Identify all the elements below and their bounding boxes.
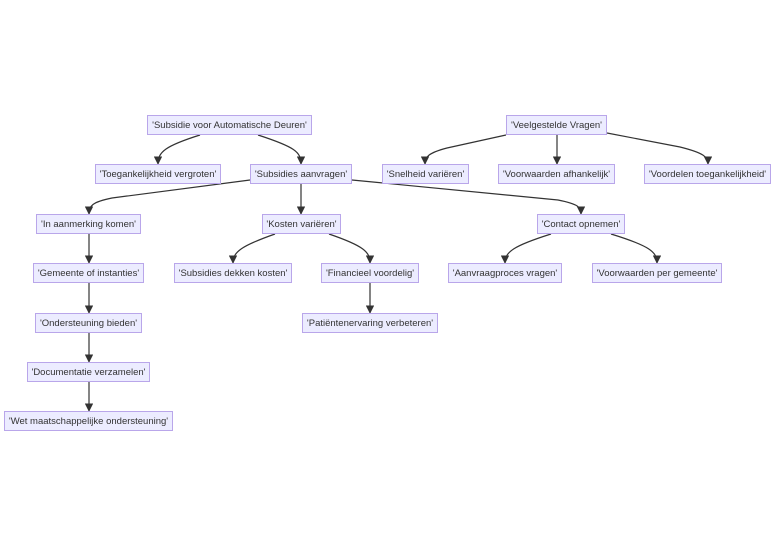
node-label: 'Voordelen toegankelijkheid' [648,168,767,180]
node-n16: 'Ondersteuning bieden' [35,313,142,333]
node-n4: 'Snelheid variëren' [382,164,469,184]
edge-n3-n8 [84,179,251,215]
node-n17: 'Patiëntenervaring verbeteren' [302,313,438,333]
node-label: 'Voorwaarden afhankelijk' [502,168,611,180]
edge-n9-n12 [228,233,276,264]
node-n5: 'Veelgestelde Vragen' [506,115,607,135]
node-label: 'Veelgestelde Vragen' [511,119,602,131]
node-label: 'Subsidies dekken kosten' [178,267,288,279]
node-n2: 'Toegankelijkheid vergroten' [95,164,221,184]
edge-n5-n4 [420,134,507,165]
node-label: 'Ondersteuning bieden' [39,317,138,329]
node-n13: 'Financieel voordelig' [321,263,419,283]
edge-n9-n13 [328,233,375,264]
node-label: 'Financieel voordelig' [325,267,415,279]
node-label: 'In aanmerking komen' [41,218,136,230]
node-label: 'Kosten variëren' [266,218,337,230]
edge-n1-n3 [257,134,306,165]
edge-n10-n14 [500,233,552,264]
node-n9: 'Kosten variëren' [262,214,341,234]
node-label: 'Gemeente of instanties' [37,267,140,279]
node-label: 'Aanvraagproces vragen' [452,267,558,279]
node-n14: 'Aanvraagproces vragen' [448,263,562,283]
node-n10: 'Contact opnemen' [537,214,625,234]
node-label: 'Subsidies aanvragen' [254,168,348,180]
node-label: 'Wet maatschappelijke ondersteuning' [8,415,169,427]
node-n6: 'Voorwaarden afhankelijk' [498,164,615,184]
node-label: 'Subsidie voor Automatische Deuren' [152,119,307,131]
node-n3: 'Subsidies aanvragen' [250,164,352,184]
node-label: 'Patiëntenervaring verbeteren' [306,317,434,329]
edge-n3-n10 [351,179,586,215]
node-n19: 'Wet maatschappelijke ondersteuning' [4,411,173,431]
node-n8: 'In aanmerking komen' [36,214,141,234]
edge-n1-n2 [153,134,201,165]
node-label: 'Contact opnemen' [541,218,621,230]
node-label: 'Voorwaarden per gemeente' [596,267,718,279]
node-label: 'Snelheid variëren' [386,168,465,180]
node-label: 'Documentatie verzamelen' [31,366,146,378]
node-n15: 'Voorwaarden per gemeente' [592,263,722,283]
edge-n10-n15 [610,233,662,264]
node-label: 'Toegankelijkheid vergroten' [99,168,217,180]
node-n18: 'Documentatie verzamelen' [27,362,150,382]
node-n12: 'Subsidies dekken kosten' [174,263,292,283]
edge-n5-n7 [606,132,713,165]
node-n11: 'Gemeente of instanties' [33,263,144,283]
node-n7: 'Voordelen toegankelijkheid' [644,164,771,184]
node-n1: 'Subsidie voor Automatische Deuren' [147,115,312,135]
